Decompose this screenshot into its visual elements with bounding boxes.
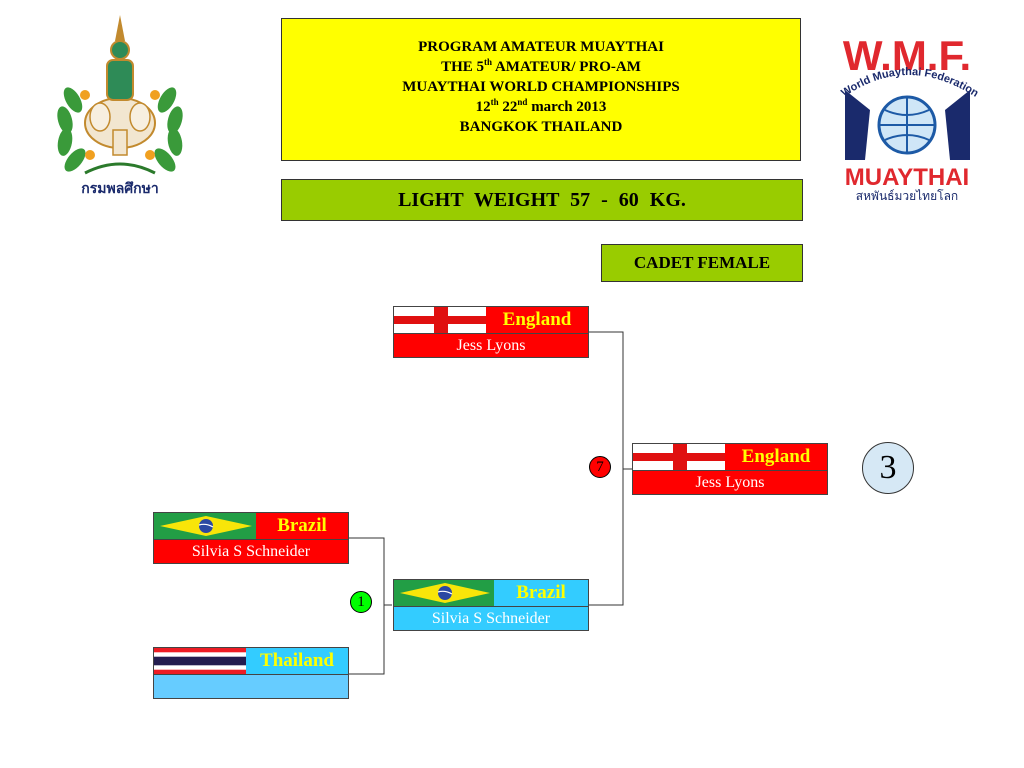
wmf-thai-text: สหพันธ์มวยไทยโลก <box>856 189 958 202</box>
division-box: CADET FEMALE <box>601 244 803 282</box>
place-badge: 3 <box>862 442 914 494</box>
england-flag-icon <box>394 307 488 333</box>
brazil-flag-icon <box>394 580 496 606</box>
title-line-4: 12th 22nd march 2013 <box>475 97 607 116</box>
bout1-connector <box>349 537 385 675</box>
title-line-5: BANGKOK THAILAND <box>459 119 623 135</box>
wmf-logo: W.M.F. World Muaythai Federation MUAYTHA… <box>839 32 981 202</box>
card-semi-top[interactable]: England Jess Lyons <box>393 306 589 358</box>
competitor-name <box>154 674 348 698</box>
title-line-1: PROGRAM AMATEUR MUAYTHAI <box>418 39 664 55</box>
card-final[interactable]: England Jess Lyons <box>632 443 828 495</box>
competitor-name: Jess Lyons <box>633 470 827 494</box>
card-semi-bottom[interactable]: Brazil Silvia S Schneider <box>393 579 589 631</box>
competitor-country: Thailand <box>246 648 348 674</box>
bout-number-7: 7 <box>589 456 611 478</box>
competitor-name: Silvia S Schneider <box>154 539 348 563</box>
title-line-2: THE 5th AMATEUR/ PRO-AM <box>441 57 641 76</box>
competitor-name: Jess Lyons <box>394 333 588 357</box>
card-q1-bottom[interactable]: Thailand <box>153 647 349 699</box>
weight-class-box: LIGHT WEIGHT 57 - 60 KG. <box>281 179 803 221</box>
competitor-country: England <box>725 444 827 470</box>
title-line-3: MUAYTHAI WORLD CHAMPIONSHIPS <box>402 79 680 95</box>
wmf-letters: W.M.F. <box>843 32 971 79</box>
department-emblem-logo <box>57 15 183 175</box>
competitor-country: Brazil <box>256 513 348 539</box>
department-caption: กรมพลศึกษา <box>81 181 159 197</box>
bout-number-1: 1 <box>350 591 372 613</box>
brazil-flag-icon <box>154 513 258 539</box>
competitor-country: England <box>486 307 588 333</box>
thailand-flag-icon <box>154 648 248 674</box>
card-q1-top[interactable]: Brazil Silvia S Schneider <box>153 512 349 564</box>
competitor-name: Silvia S Schneider <box>394 606 588 630</box>
wmf-muaythai-text: MUAYTHAI <box>845 164 969 191</box>
competitor-country: Brazil <box>494 580 588 606</box>
england-flag-icon <box>633 444 727 470</box>
event-title-box: PROGRAM AMATEUR MUAYTHAI THE 5th AMATEUR… <box>281 18 801 161</box>
